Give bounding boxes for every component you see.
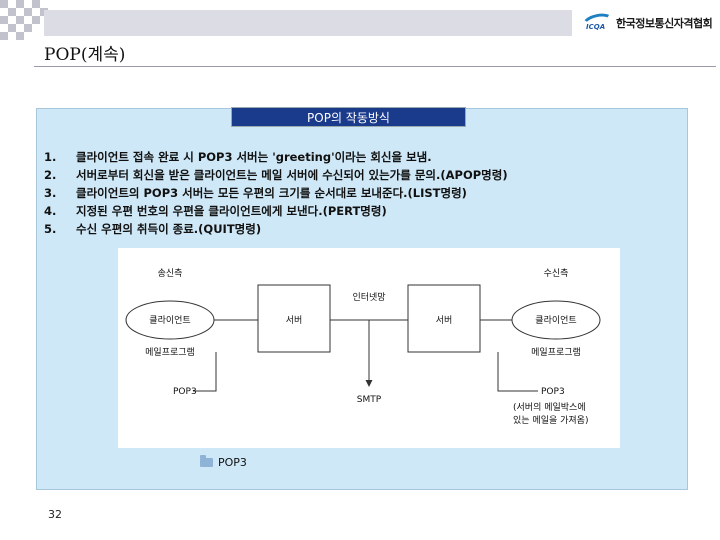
pop3-left-connector (193, 352, 217, 392)
sender-label: 송신측 (158, 268, 183, 279)
caption-text: POP3 (218, 456, 247, 469)
title-divider (34, 66, 716, 67)
icqa-logo-icon: ICQA (580, 10, 616, 36)
page-title: POP(계속) (44, 45, 126, 65)
client-right-label: 클라이언트 (535, 314, 576, 326)
header-bar (44, 10, 572, 36)
server-left-label: 서버 (286, 315, 303, 326)
client-left-label: 클라이언트 (149, 314, 190, 326)
list-item: 3.클라이언트의 POP3 서버는 모든 우편의 크기를 순서대로 보내준다.(… (44, 186, 467, 200)
receiver-label: 수신측 (544, 268, 569, 279)
logo-text: 한국정보통신자격협회 (616, 17, 713, 30)
pop3-right-label: POP3 (541, 387, 565, 397)
list-item: 5.수신 우편의 취득이 종료.(QUIT명령) (44, 222, 262, 236)
org-logo: ICQA 한국정보통신자격협회 (580, 10, 716, 36)
logo-mark-text: ICQA (586, 23, 606, 31)
server-right-label: 서버 (436, 315, 453, 326)
pop3-right-connector (497, 352, 538, 392)
server-left-box (257, 284, 331, 353)
list-item: 4.지정된 우편 번호의 우편을 클라이언트에게 보낸다.(PERT명령) (44, 204, 387, 218)
step-list: 1.클라이언트 접속 완료 시 POP3 서버는 'greeting'이라는 회… (44, 148, 508, 238)
pop3-left-label: POP3 (173, 387, 197, 397)
figure-caption: POP3 (200, 455, 247, 469)
mail-program-right-label: 메일프로그램 (531, 346, 581, 358)
panel-title: POP의 작동방식 (231, 107, 466, 127)
list-item: 2.서버로부터 회신을 받은 클라이언트는 메일 서버에 수신되어 있는가를 문… (44, 168, 508, 182)
folder-icon (200, 455, 213, 467)
corner-pattern (0, 0, 48, 48)
client-right-shape (511, 300, 601, 340)
server-right-box (407, 284, 481, 353)
pop3-flow-diagram: 클라이언트 클라이언트 서버 서버 송신측 수신측 인터넷망 메일프로그램 메일… (118, 248, 620, 448)
page-number: 32 (48, 508, 62, 521)
smtp-label: SMTP (357, 395, 382, 405)
list-item: 1.클라이언트 접속 완료 시 POP3 서버는 'greeting'이라는 회… (44, 150, 432, 164)
mail-program-left-label: 메일프로그램 (145, 346, 195, 358)
note-line-2: 있는 메일을 가져옴) (513, 414, 588, 426)
client-left-shape (125, 300, 215, 340)
internet-label: 인터넷망 (352, 292, 385, 303)
note-line-1: (서버의 메일박스에 (513, 402, 586, 413)
